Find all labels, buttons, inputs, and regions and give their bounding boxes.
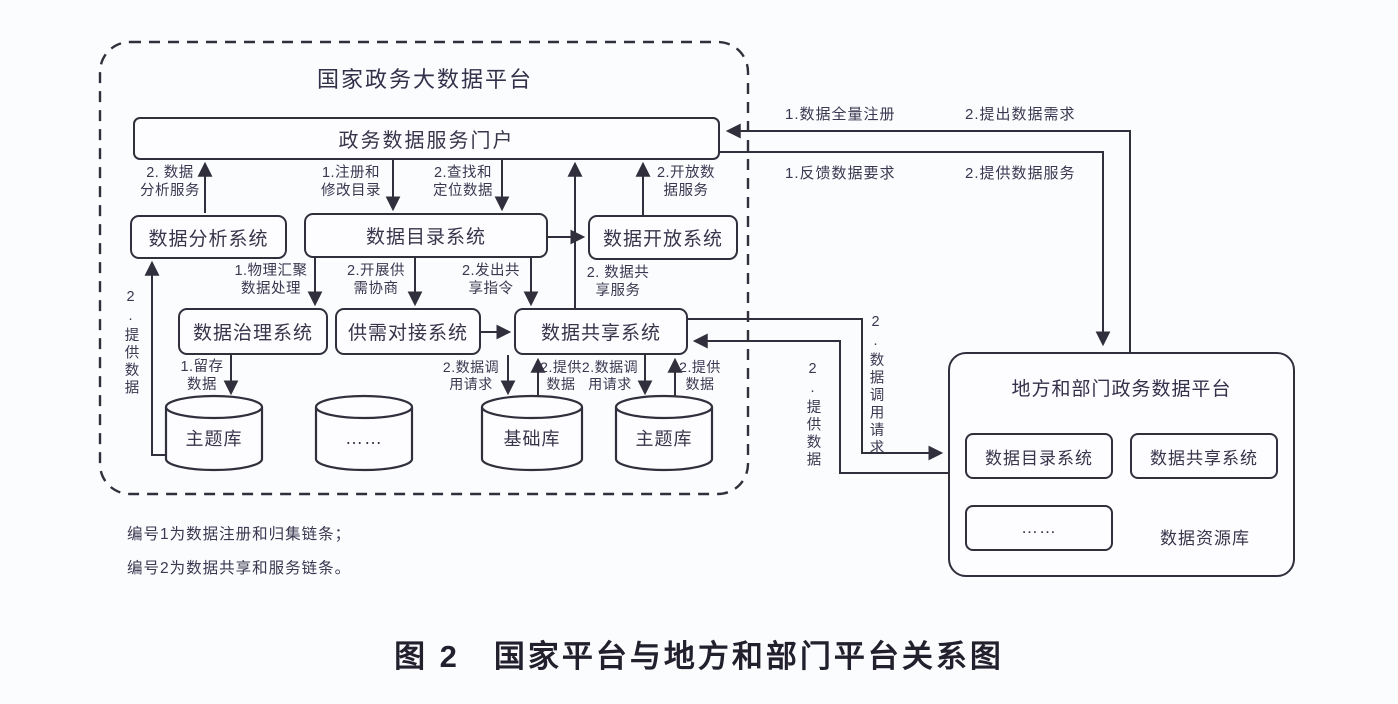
system-box-sharing: 数据共享系统 (514, 308, 688, 355)
arrow-local-to-portal (725, 123, 1131, 352)
cylinder-theme-db-1 (164, 394, 264, 472)
arrow-local-to-sharing (692, 333, 950, 474)
note-line-1: 编号1为数据注册和归集链条； (127, 526, 352, 543)
note-line-2: 编号2为数据共享和服务链条。 (127, 560, 352, 577)
local-box-sharing: 数据共享系统 (1130, 433, 1278, 479)
arrow-portal-to-local (720, 151, 1111, 347)
flow-label-retain: 1.留存 数据 (180, 359, 224, 393)
system-box-open: 数据开放系统 (588, 215, 738, 260)
cylinder-dots-db (314, 394, 414, 472)
flow-label-register-modify: 1.注册和 修改目录 (321, 165, 381, 199)
flow-label-provide-to-analysis: 2.提供数据 (122, 289, 139, 397)
flow-label-propose-demand: 2.提出数据需求 (965, 106, 1076, 123)
flow-label-provide-data-service: 2.提供数据服务 (965, 165, 1076, 182)
cylinder-theme-db-2 (614, 394, 714, 472)
national-platform-dashed-border (98, 40, 750, 496)
flow-label-find-locate: 2.查找和 定位数据 (433, 165, 493, 199)
flow-label-provide-theme: 2.提供 数据 (679, 359, 721, 393)
flow-label-call-request-theme: 2.数据调 用请求 (581, 359, 639, 393)
flow-label-provide-base: 2.提供 数据 (540, 359, 582, 393)
system-box-analysis: 数据分析系统 (130, 215, 287, 259)
national-platform-title: 国家政务大数据平台 (316, 67, 533, 92)
flow-label-feedback-requirements: 1.反馈数据要求 (785, 165, 896, 182)
flow-label-register-full: 1.数据全量注册 (785, 106, 896, 123)
flow-label-call-request-base: 2.数据调 用请求 (442, 359, 500, 393)
flow-label-provide-data-right: 2.提供数据 (804, 360, 821, 469)
flow-label-share-service: 2. 数据共 享服务 (586, 265, 650, 299)
system-box-catalog: 数据目录系统 (304, 213, 548, 258)
flow-label-analysis-service: 2. 数据 分析服务 (140, 165, 200, 199)
figure-caption: 图 2 国家平台与地方和部门平台关系图 (394, 639, 1004, 674)
local-platform-title: 地方和部门政务数据平台 (1011, 379, 1232, 400)
db-label-base: 基础库 (503, 429, 561, 449)
system-box-governance: 数据治理系统 (178, 308, 328, 355)
system-box-matching: 供需对接系统 (335, 308, 481, 355)
portal-box: 政务数据服务门户 (133, 117, 720, 160)
flow-label-call-request-right: 2.数据调用请求 (867, 313, 884, 457)
db-label-theme-2: 主题库 (635, 429, 693, 449)
local-resource-db-label: 数据资源库 (1160, 528, 1250, 548)
flow-label-open-service: 2.开放数 据服务 (656, 165, 716, 199)
db-label-theme-1: 主题库 (185, 429, 243, 449)
db-label-dots: …… (345, 427, 383, 448)
arrow-theme-db-to-analysis (144, 260, 166, 456)
local-box-catalog: 数据目录系统 (965, 433, 1113, 479)
flow-label-physical-aggregate: 1.物理汇聚 数据处理 (234, 263, 308, 297)
arrow-sharing-to-local (688, 318, 944, 461)
cylinder-base-db (480, 394, 584, 472)
flow-label-share-command: 2.发出共 享指令 (461, 263, 521, 297)
local-box-dots: …… (965, 505, 1113, 551)
flow-label-negotiate: 2.开展供 需协商 (346, 263, 406, 297)
